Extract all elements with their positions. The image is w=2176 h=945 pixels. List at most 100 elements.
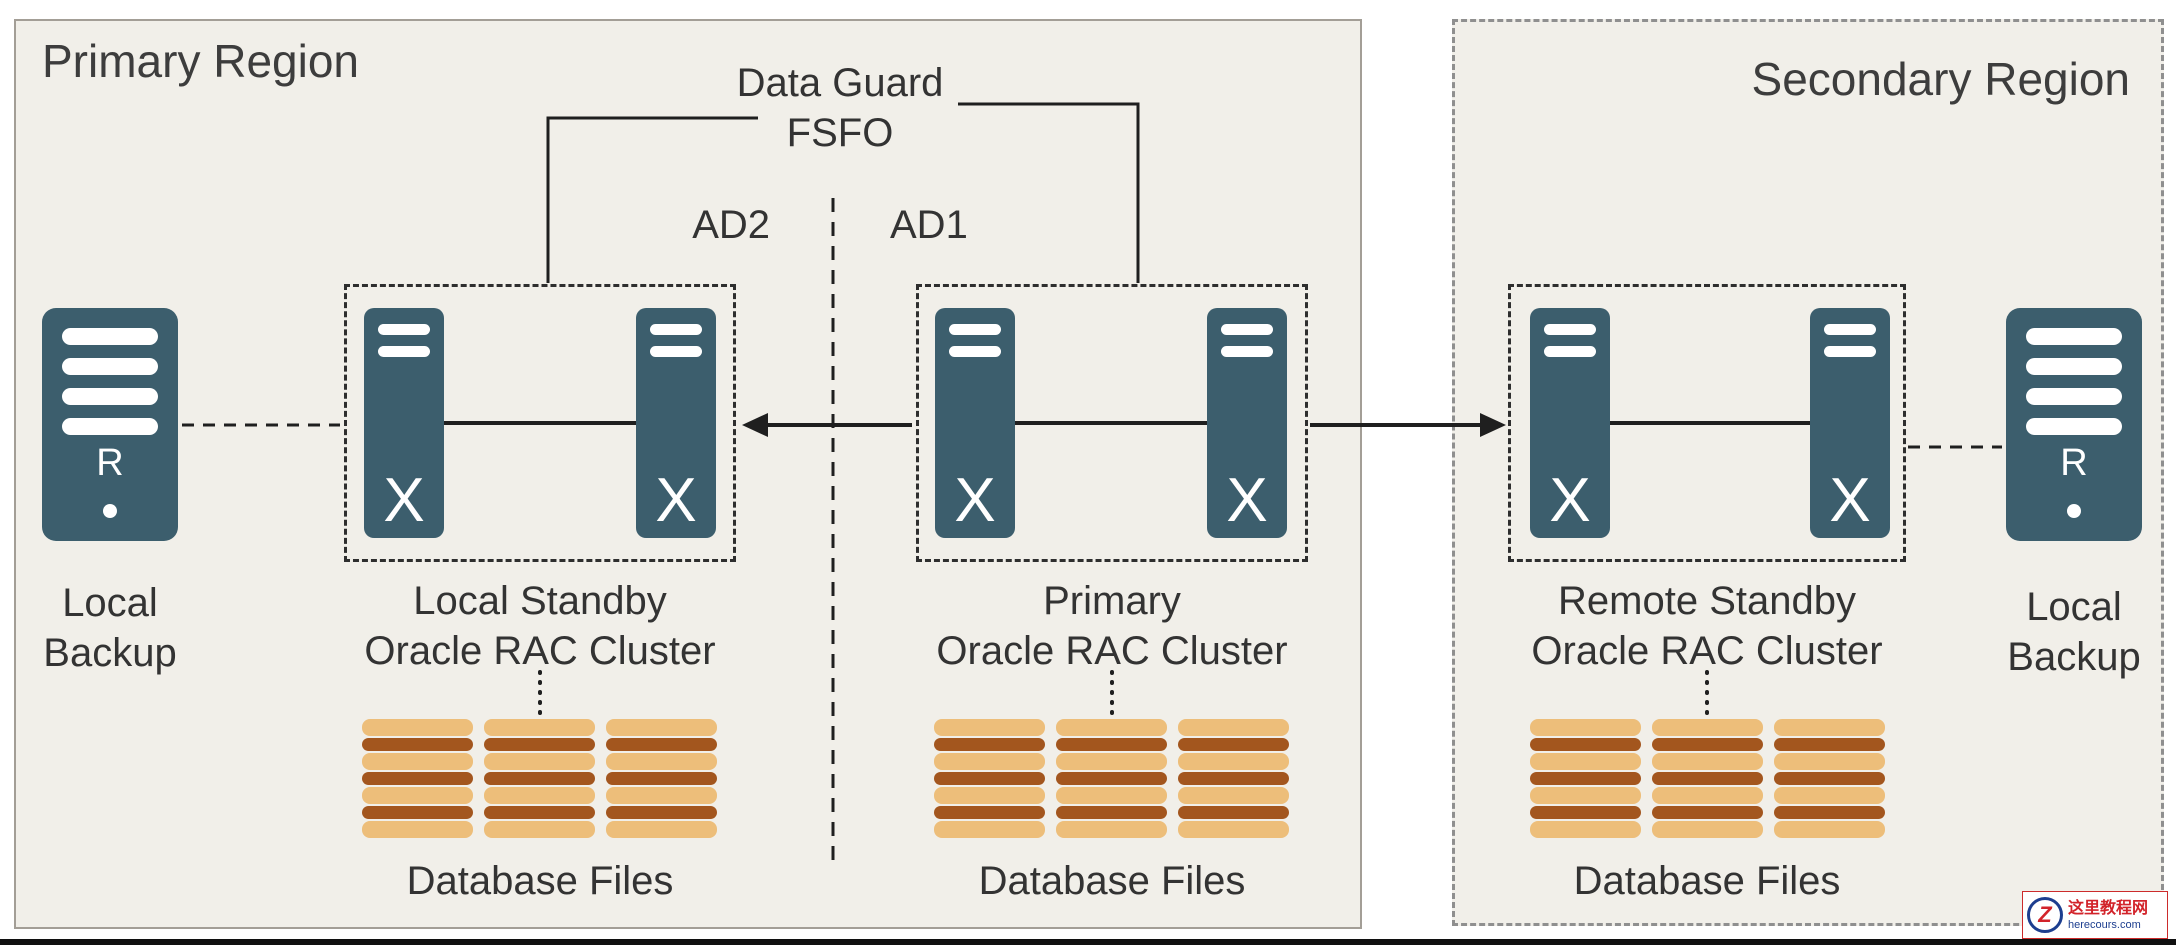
disk-band: [484, 821, 595, 838]
disk-band: [606, 753, 717, 770]
right-backup-label-line2: Backup: [2007, 635, 2141, 679]
rac-node-server-icon: X: [1530, 308, 1610, 538]
disk-band: [1530, 806, 1641, 819]
disk-band: [1530, 753, 1641, 770]
disk-band: [1178, 719, 1289, 736]
disk-band: [1178, 738, 1289, 751]
disk-band: [1774, 787, 1885, 804]
database-cylinder-icon: [1530, 719, 1641, 838]
remote-database-files-group: [1530, 719, 1885, 838]
rac-node-server-icon: X: [364, 308, 444, 538]
disk-band: [1652, 806, 1763, 819]
server-slot-bar: [1824, 324, 1876, 335]
bottom-bar: [0, 939, 2176, 945]
disk-band: [484, 772, 595, 785]
cluster-name-line2: Oracle RAC Cluster: [936, 629, 1288, 673]
disk-band: [362, 738, 473, 751]
primary-cluster-box: [916, 284, 1308, 562]
cluster-name-line2: Oracle RAC Cluster: [1531, 629, 1883, 673]
right-backup-label: Local Backup: [1974, 582, 2174, 682]
disk-band: [934, 787, 1045, 804]
backup-server-letter: R: [2060, 442, 2088, 484]
rac-node-letter: X: [1226, 466, 1268, 535]
rac-node-letter: X: [1549, 466, 1591, 535]
server-slot-bar: [1221, 346, 1273, 357]
power-dot-icon: [2067, 504, 2081, 518]
power-dot-icon: [103, 504, 117, 518]
rack-slot-bar: [2026, 388, 2122, 405]
remote-standby-cluster-label: Remote Standby Oracle RAC Cluster: [1447, 576, 1967, 676]
rac-node-server-icon: X: [935, 308, 1015, 538]
disk-band: [1652, 821, 1763, 838]
server-slot-bar: [650, 324, 702, 335]
disk-band: [1056, 719, 1167, 736]
disk-band: [934, 753, 1045, 770]
disk-band: [362, 719, 473, 736]
disk-band: [1652, 719, 1763, 736]
rac-node-server-icon: X: [636, 308, 716, 538]
data-guard-line2: FSFO: [786, 111, 894, 155]
disk-band: [1530, 719, 1641, 736]
primary-database-files-group: [934, 719, 1289, 838]
disk-band: [362, 753, 473, 770]
rack-slot-bar: [2026, 328, 2122, 345]
rack-slot-bar: [62, 418, 158, 435]
database-cylinder-icon: [1652, 719, 1763, 838]
ad2-label: AD2: [692, 203, 770, 247]
disk-band: [1530, 772, 1641, 785]
disk-band: [1530, 821, 1641, 838]
rack-slot-bar: [2026, 358, 2122, 375]
disk-band: [484, 806, 595, 819]
site-watermark: Z 这里教程网 herecours.com: [2022, 891, 2168, 939]
database-cylinder-icon: [1056, 719, 1167, 838]
server-slot-bar: [1221, 324, 1273, 335]
disk-band: [934, 772, 1045, 785]
server-slot-bar: [378, 324, 430, 335]
disk-band: [1056, 787, 1167, 804]
local-standby-cluster-box: [344, 284, 736, 562]
disk-band: [1178, 821, 1289, 838]
disk-band: [1774, 806, 1885, 819]
database-cylinder-icon: [934, 719, 1045, 838]
disk-band: [1178, 753, 1289, 770]
standby-database-files-label: Database Files: [406, 859, 674, 903]
disk-band: [934, 719, 1045, 736]
disk-band: [1530, 738, 1641, 751]
watermark-logo-icon: Z: [2027, 897, 2063, 933]
left-backup-label: Local Backup: [10, 578, 210, 678]
disk-band: [1652, 753, 1763, 770]
disk-band: [606, 719, 717, 736]
disk-band: [934, 821, 1045, 838]
database-cylinder-icon: [606, 719, 717, 838]
rac-node-letter: X: [655, 466, 697, 535]
server-slot-bar: [1544, 324, 1596, 335]
right-backup-label-line1: Local: [2026, 585, 2122, 629]
disk-band: [1530, 787, 1641, 804]
disk-band: [484, 719, 595, 736]
server-slot-bar: [378, 346, 430, 357]
server-slot-bar: [1824, 346, 1876, 357]
rack-slot-bar: [62, 388, 158, 405]
cluster-name-line1: Local Standby: [413, 579, 667, 623]
watermark-text: 这里教程网 herecours.com: [2068, 899, 2148, 930]
disk-band: [362, 772, 473, 785]
disk-band: [1056, 821, 1167, 838]
remote-standby-cluster-box: [1508, 284, 1906, 562]
disk-band: [606, 738, 717, 751]
disk-band: [934, 738, 1045, 751]
watermark-site-url: herecours.com: [2068, 918, 2141, 931]
remote-local-backup-server-icon: R: [2006, 308, 2142, 541]
disk-band: [1652, 772, 1763, 785]
disk-band: [1178, 772, 1289, 785]
left-backup-label-line2: Backup: [43, 631, 177, 675]
disk-band: [606, 806, 717, 819]
rack-slot-bar: [62, 328, 158, 345]
server-slot-bar: [650, 346, 702, 357]
disk-band: [1056, 738, 1167, 751]
database-cylinder-icon: [362, 719, 473, 838]
disk-band: [1774, 772, 1885, 785]
primary-database-files-label: Database Files: [978, 859, 1246, 903]
disk-band: [484, 738, 595, 751]
disk-band: [1774, 753, 1885, 770]
